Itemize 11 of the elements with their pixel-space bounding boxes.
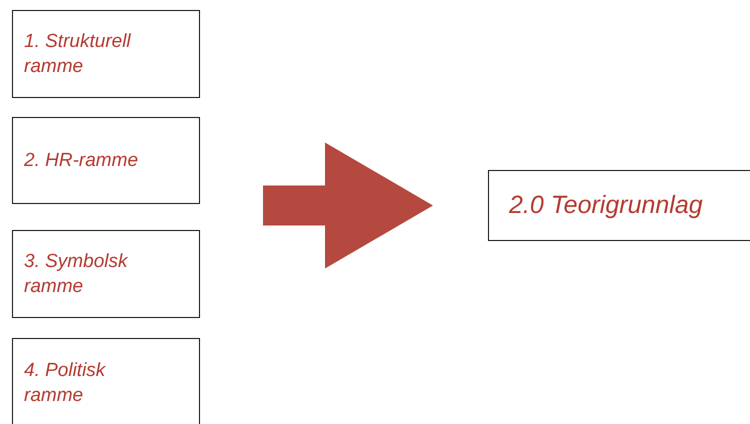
box-label: 4. Politisk ramme [23,359,107,408]
text-box [488,170,750,241]
text-box [12,338,200,424]
block-arrow [263,142,433,268]
text-box [12,230,200,318]
box-label: 2. HR-ramme [23,149,140,173]
box-label: 3. Symbolsk ramme [23,250,129,299]
box-label: 1. Strukturell ramme [23,30,132,79]
text-box [12,10,200,98]
box-label: 2.0 Teorigrunnlag [508,193,704,218]
text-box [12,117,200,204]
